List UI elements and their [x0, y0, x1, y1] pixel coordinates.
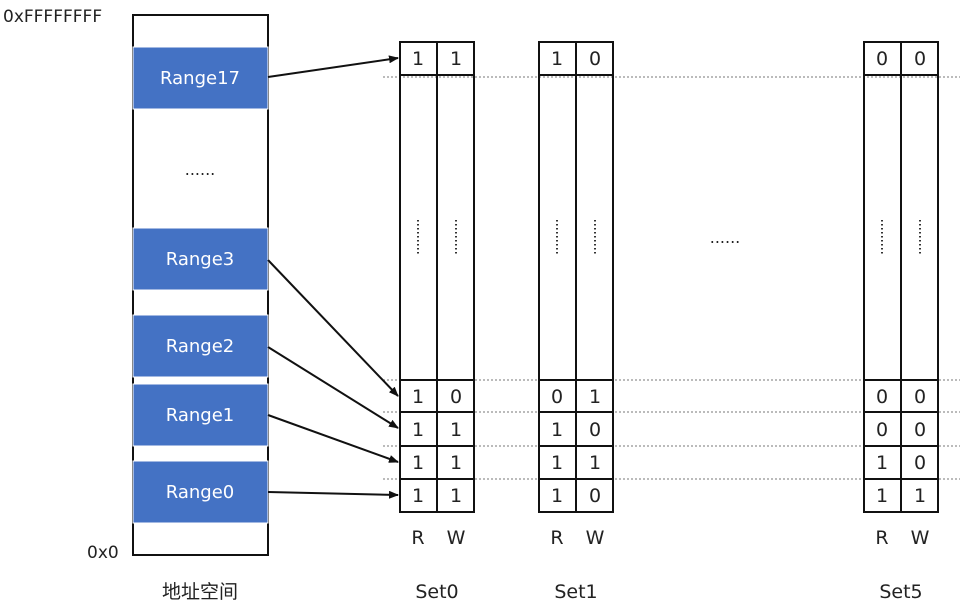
address-space-caption: 地址空间: [162, 581, 238, 603]
set-5-row-3-w: 1: [914, 485, 926, 507]
set-0-row-3-w: 1: [450, 485, 462, 507]
set-0: 1 1 1 0 1 1 1 1 1 1 R W Set0: [399, 41, 475, 603]
set-1-row-3-r: 1: [551, 485, 563, 507]
arrow-range3: [267, 259, 399, 397]
set-5-row-2-w: 0: [914, 452, 926, 474]
set-5-row-1-r: 0: [876, 419, 888, 441]
set-5-header-r: R: [875, 527, 888, 549]
set-1-row-2-w: 1: [589, 452, 601, 474]
set-0-row-0-w: 0: [450, 386, 462, 408]
set-0-top-r: 1: [412, 48, 424, 70]
address-bottom-label: 0x0: [87, 543, 119, 563]
set-5-row-1-w: 0: [914, 419, 926, 441]
range-17-box: [132, 46, 269, 110]
address-space-ellipsis: ......: [185, 160, 216, 179]
set-5-top-w: 0: [914, 48, 926, 70]
set-5: 0 0 0 0 0 0 1 0 1 1 R W Set5: [863, 41, 939, 603]
set-1-row-3-w: 0: [589, 485, 601, 507]
range-1: Range1: [132, 383, 269, 447]
range-1-box: [132, 383, 269, 447]
set-0-row-0-r: 1: [412, 386, 424, 408]
range-3: Range3: [132, 227, 269, 291]
range-2: Range2: [132, 314, 269, 378]
range-0-box: [132, 460, 269, 524]
set-1-row-0-w: 1: [589, 386, 601, 408]
set-0-row-1-r: 1: [412, 419, 424, 441]
range-0: Range0: [132, 460, 269, 524]
set-1: 1 0 0 1 1 0 1 1 1 0 R W Set1: [538, 41, 614, 603]
set-1-top-w: 0: [589, 48, 601, 70]
range-2-label: Range2: [166, 336, 235, 357]
address-top-label: 0xFFFFFFFF: [3, 7, 102, 27]
set-1-top-r: 1: [551, 48, 563, 70]
arrow-range2: [267, 346, 399, 429]
set-1-row-0-r: 0: [551, 386, 563, 408]
set-5-row-0-r: 0: [876, 386, 888, 408]
range-3-box: [132, 227, 269, 291]
set-0-row-2-r: 1: [412, 452, 424, 474]
range-3-label: Range3: [166, 249, 235, 270]
set-0-label: Set0: [415, 581, 458, 603]
set-0-row-2-w: 1: [450, 452, 462, 474]
set-0-top-w: 1: [450, 48, 462, 70]
set-5-row-3-r: 1: [876, 485, 888, 507]
set-5-row-2-r: 1: [876, 452, 888, 474]
set-1-header-r: R: [550, 527, 563, 549]
range-1-label: Range1: [166, 405, 235, 426]
range-0-label: Range0: [166, 482, 235, 503]
set-0-header-r: R: [411, 527, 424, 549]
address-space: 0xFFFFFFFF 0x0 ...... 地址空间 Range17 Range…: [3, 7, 269, 603]
sets-ellipsis: ......: [710, 228, 741, 247]
set-5-label: Set5: [879, 581, 922, 603]
range-17-label: Range17: [160, 68, 240, 89]
set-0-header-w: W: [447, 527, 466, 549]
arrow-range0: [267, 490, 399, 499]
arrows: [267, 55, 399, 499]
set-1-row-1-w: 0: [589, 419, 601, 441]
set-0-row-3-r: 1: [412, 485, 424, 507]
set-5-header-w: W: [911, 527, 930, 549]
set-1-row-2-r: 1: [551, 452, 563, 474]
set-5-row-0-w: 0: [914, 386, 926, 408]
set-0-row-1-w: 1: [450, 419, 462, 441]
set-1-header-w: W: [586, 527, 605, 549]
arrow-range17: [267, 55, 399, 78]
set-5-top-r: 0: [876, 48, 888, 70]
set-1-label: Set1: [554, 581, 597, 603]
arrow-range1: [267, 414, 399, 463]
range-2-box: [132, 314, 269, 378]
guide-lines: [383, 76, 960, 480]
range-17: Range17: [132, 46, 269, 110]
set-1-row-1-r: 1: [551, 419, 563, 441]
